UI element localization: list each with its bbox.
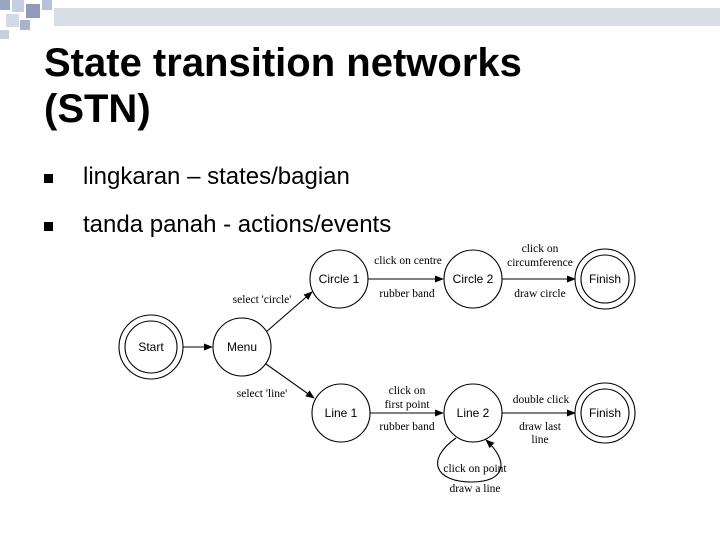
state-circle-2-label: Circle 2: [453, 272, 494, 286]
arrow-menu-to-line1: [265, 363, 315, 399]
event-click-on-point: click on point: [443, 463, 507, 475]
event-click-on-first-point-line-1: click on: [389, 385, 426, 397]
state-start-label: Start: [138, 340, 164, 354]
event-select-line: select 'line': [237, 388, 287, 400]
state-circle-1: Circle 1: [309, 249, 369, 309]
state-line-2: Line 2: [443, 383, 503, 443]
event-draw-last-line-line-1: draw last: [519, 421, 562, 433]
arrow-line2-self-loop: [437, 437, 502, 483]
event-rubber-band-top: rubber band: [379, 288, 434, 300]
event-draw-a-line: draw a line: [449, 483, 500, 495]
state-line-2-label: Line 2: [457, 406, 490, 420]
event-draw-last-line-line-2: line: [531, 434, 548, 446]
state-line-1-label: Line 1: [325, 406, 358, 420]
event-click-on-first-point-line-2: first point: [384, 399, 430, 411]
bullet-item: tanda panah - actions/events: [42, 208, 391, 256]
event-click-on-centre: click on centre: [374, 255, 442, 267]
state-finish-bottom: Finish: [574, 382, 636, 444]
event-draw-circle: draw circle: [514, 288, 565, 300]
state-line-1: Line 1: [311, 383, 371, 443]
slide-title-line-2: (STN): [44, 87, 151, 131]
bullet-list: lingkaran – states/bagian tanda panah - …: [42, 160, 391, 256]
state-start: Start: [118, 314, 184, 380]
state-finish-top-label: Finish: [589, 272, 621, 286]
square-bullet-icon: [44, 222, 53, 231]
slide-corner-decoration: [0, 0, 720, 39]
event-click-on-circumference-line-2: circumference: [507, 257, 573, 269]
bullet-text: tanda panah - actions/events: [83, 211, 392, 238]
square-bullet-icon: [44, 174, 53, 183]
state-finish-bottom-label: Finish: [589, 406, 621, 420]
bullet-item: lingkaran – states/bagian: [42, 160, 391, 208]
state-circle-2: Circle 2: [443, 249, 503, 309]
slide-title-line-1: State transition networks: [44, 41, 522, 85]
state-menu: Menu: [212, 317, 272, 377]
slide-title: State transition networks (STN): [44, 40, 522, 132]
event-click-on-circumference-line-1: click on: [522, 243, 559, 255]
bullet-text: lingkaran – states/bagian: [83, 163, 350, 190]
arrow-menu-to-circle1: [265, 291, 313, 333]
event-double-click: double click: [513, 394, 570, 406]
state-finish-top: Finish: [574, 248, 636, 310]
state-menu-label: Menu: [227, 340, 257, 354]
event-select-circle: select 'circle': [233, 294, 292, 306]
state-circle-1-label: Circle 1: [319, 272, 360, 286]
event-rubber-band-bottom: rubber band: [379, 421, 434, 433]
